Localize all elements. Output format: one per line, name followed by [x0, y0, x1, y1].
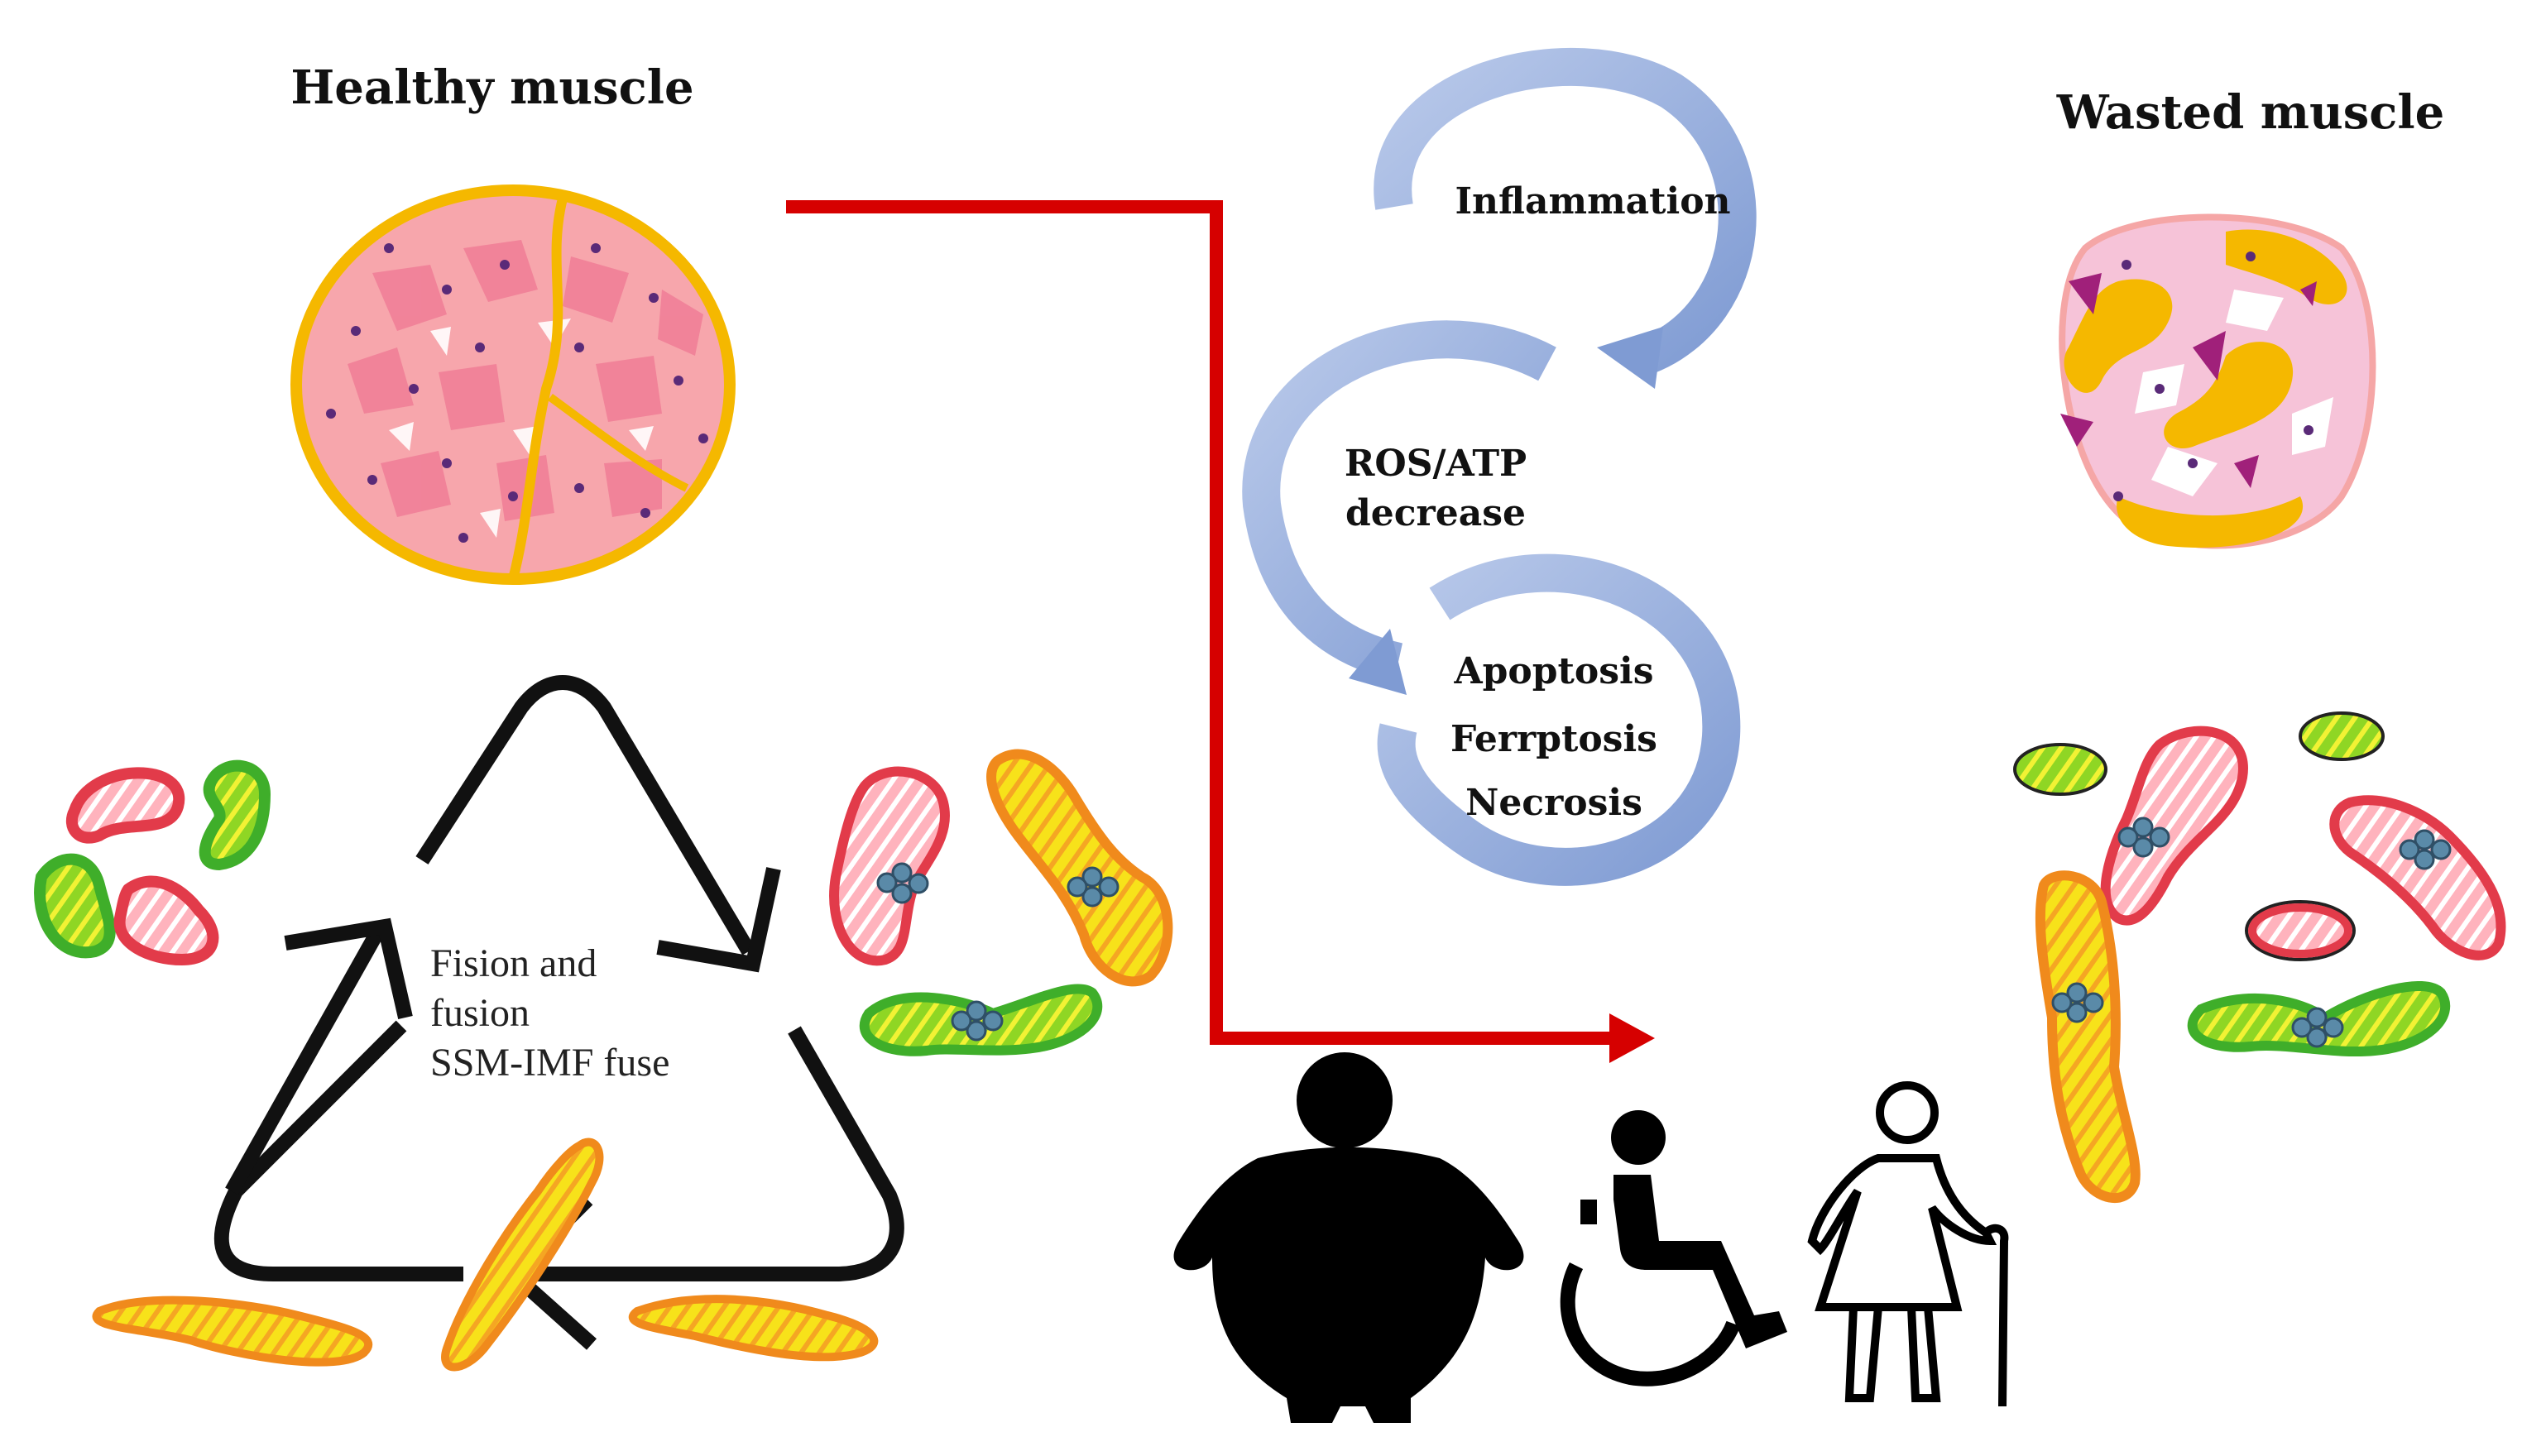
dynamics-line-2: fusion: [430, 991, 530, 1035]
obese-person-icon: [1173, 1052, 1524, 1423]
wasted-muscle-title: Wasted muscle: [2056, 85, 2444, 140]
dynamics-line-1: Fision and: [430, 941, 597, 985]
label-ros-atp: ROS/ATP: [1345, 443, 1527, 485]
label-inflammation: Inflammation: [1455, 180, 1730, 223]
fission-fusion-cycle: [213, 675, 904, 1350]
dynamics-line-3: SSM-IMF fuse: [430, 1041, 669, 1085]
elderly-woman-with-cane-icon: [1807, 1081, 2009, 1407]
progression-arrow: [786, 200, 1655, 1063]
damaged-mitochondria-group: [2013, 711, 2506, 1203]
label-necrosis: Necrosis: [1465, 782, 1642, 824]
wasted-muscle-cross-section: [2059, 213, 2376, 549]
label-apoptosis: Apoptosis: [1454, 650, 1654, 692]
healthy-muscle-title: Healthy muscle: [290, 60, 693, 115]
wheelchair-user-icon: [1560, 1110, 1787, 1387]
fused-mitochondria-group: [829, 749, 1173, 1056]
label-decrease: decrease: [1345, 492, 1526, 534]
vicious-cycle: [1242, 47, 1757, 886]
elongated-mitochondria: [92, 1138, 879, 1372]
healthy-muscle-cross-section: [290, 184, 736, 585]
label-ferroptosis: Ferrptosis: [1450, 718, 1657, 760]
fragmented-mitochondria: [34, 759, 271, 966]
